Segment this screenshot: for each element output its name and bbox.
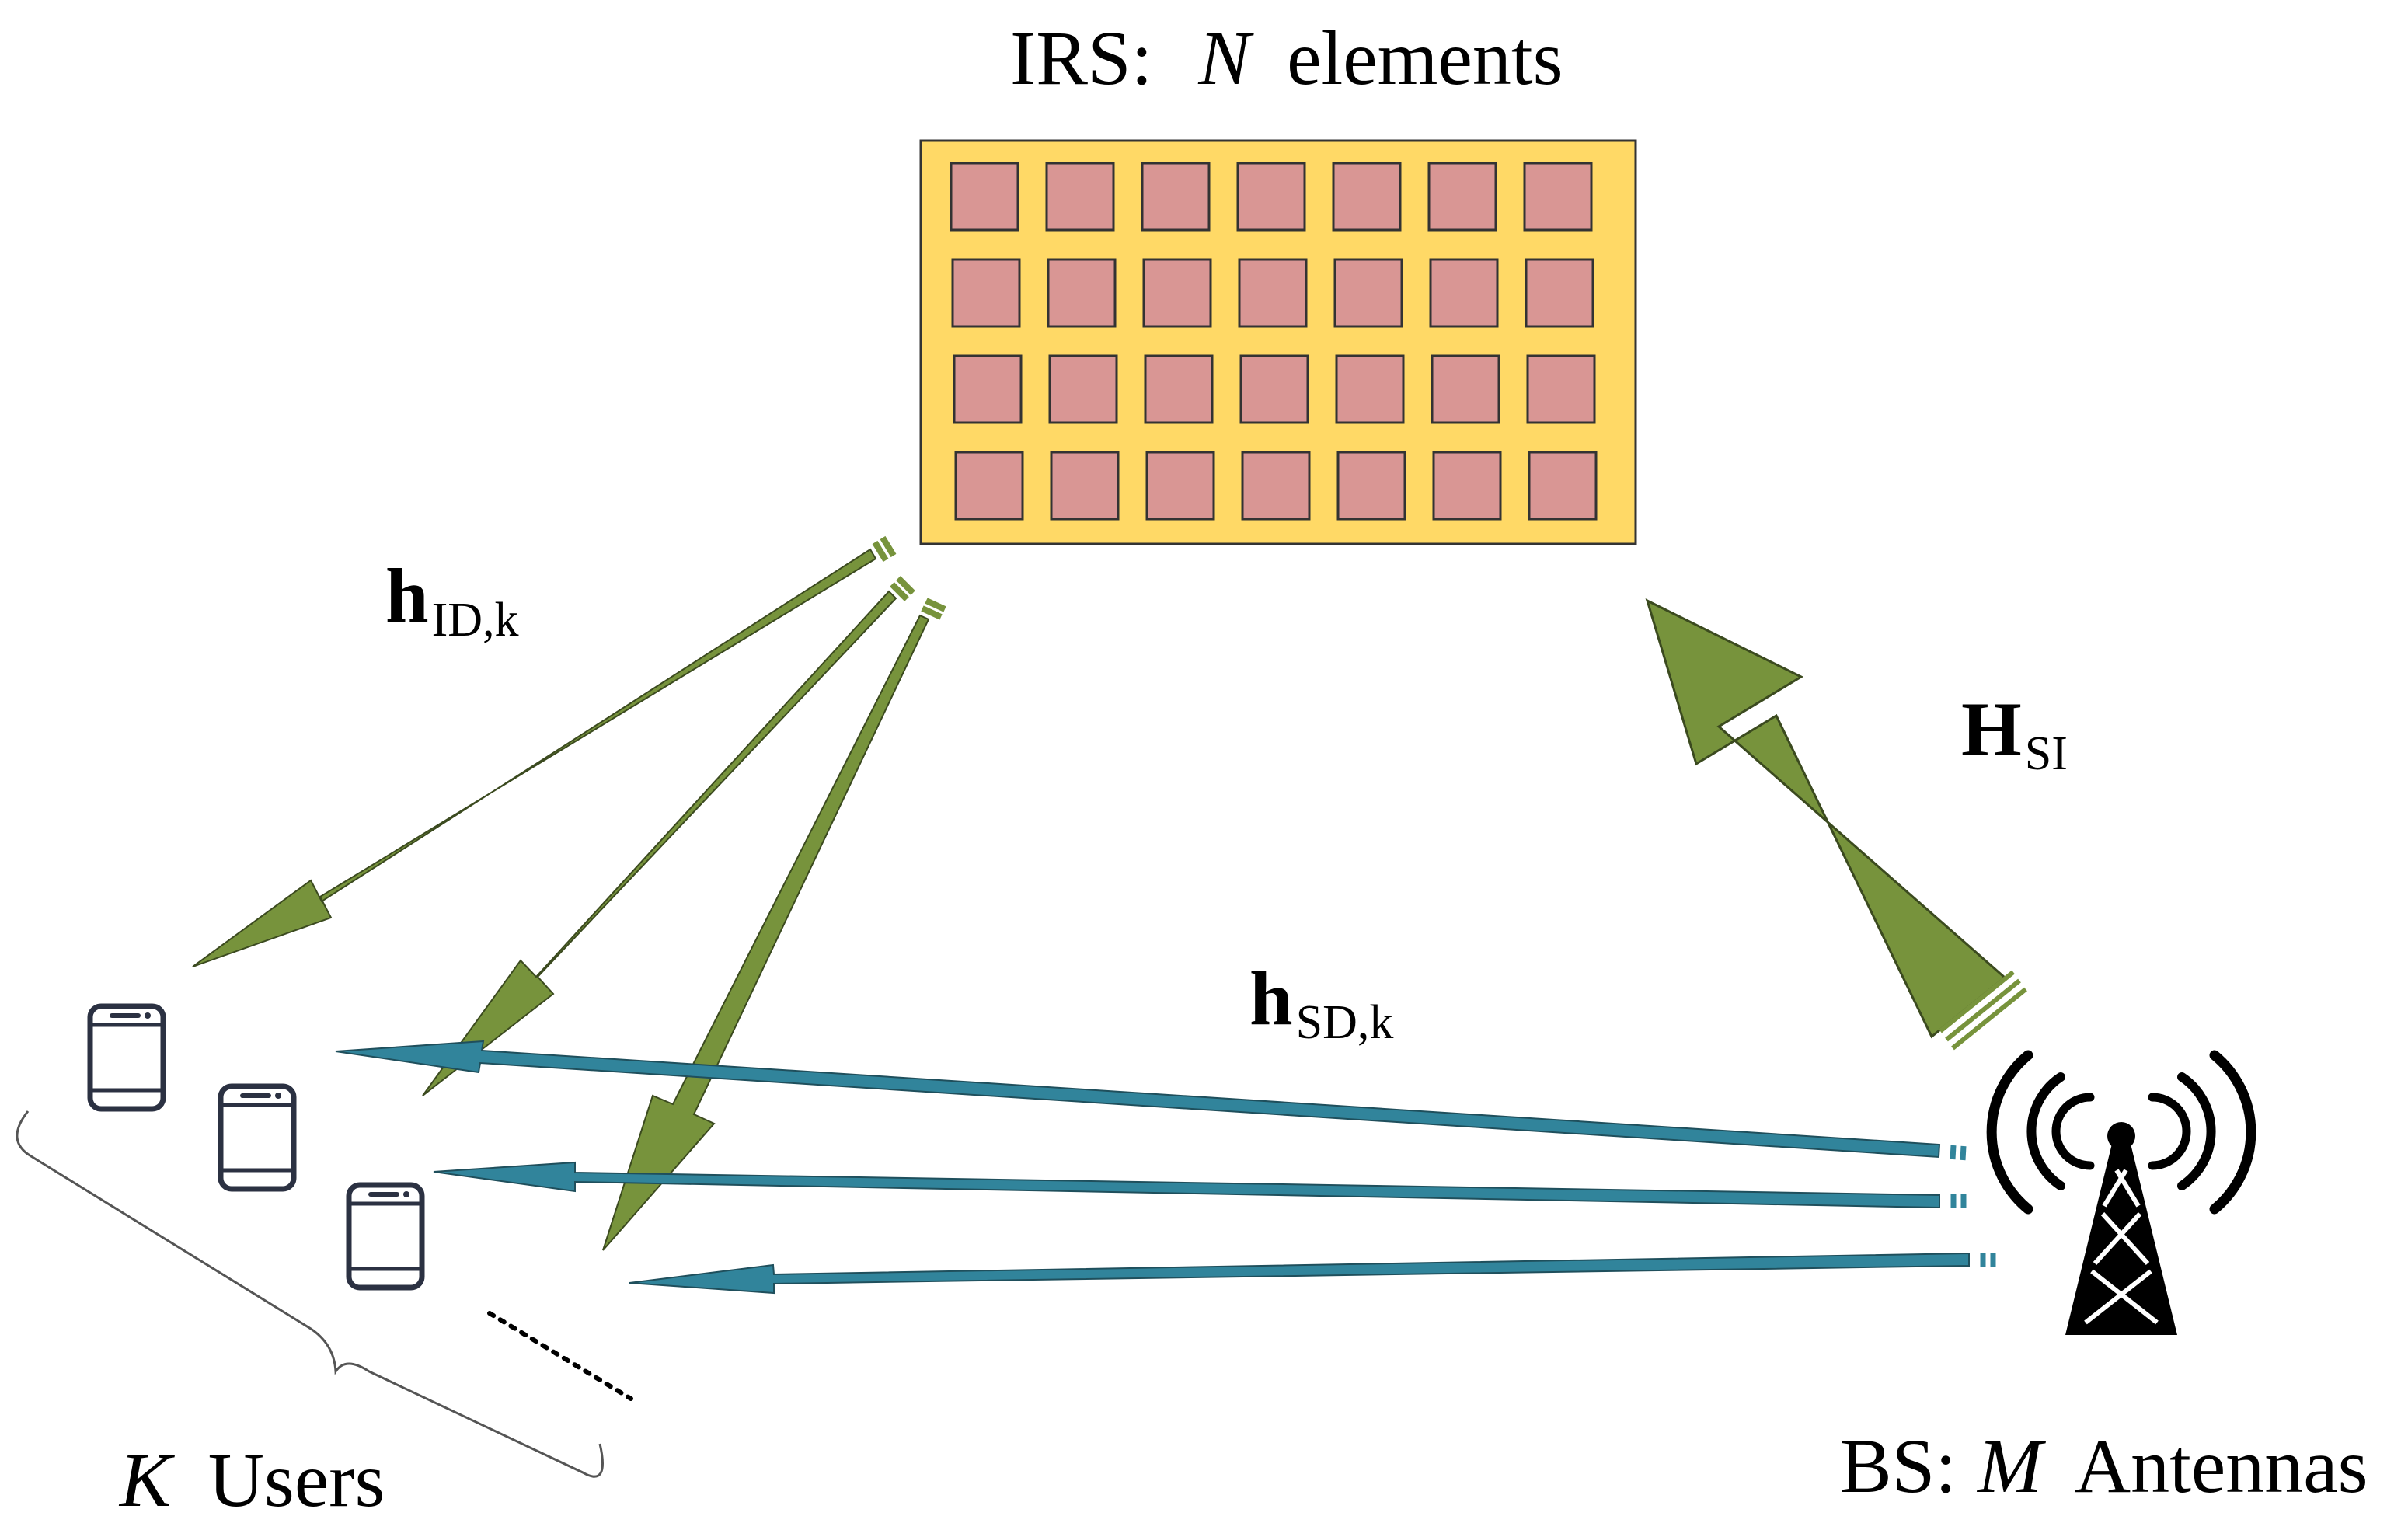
channel-symbol: H — [1961, 686, 2022, 772]
irs-element — [1142, 258, 1212, 328]
channel-label-h-si: H SI — [1961, 686, 2068, 780]
channel-symbol: h — [385, 552, 429, 639]
irs-title: IRS: N elements — [1010, 15, 1563, 101]
channel-label-h-sd-k: h SD,k — [1249, 955, 1393, 1049]
irs-var: N — [1197, 15, 1254, 101]
irs-to-user-arrow-3 — [602, 598, 946, 1251]
base-station-icon — [1986, 1050, 2256, 1335]
irs-to-user-arrow-2 — [422, 576, 915, 1096]
irs-element — [1047, 258, 1117, 328]
irs-element — [1525, 258, 1594, 328]
bs-caption: BS: M Antennas — [1840, 1423, 2368, 1509]
channel-label-h-id-k: h ID,k — [385, 552, 519, 647]
irs-element — [954, 451, 1024, 521]
irs-element — [1241, 451, 1311, 521]
bs-label-rest: Antennas — [2075, 1423, 2368, 1509]
users-label-rest: Users — [208, 1437, 385, 1523]
irs-element — [1526, 354, 1596, 424]
bs-to-user-arrow-3 — [629, 1252, 1996, 1295]
irs-element — [1238, 258, 1308, 328]
irs-element — [1432, 451, 1502, 521]
phone-icon — [346, 1182, 425, 1291]
channel-symbol: h — [1249, 955, 1293, 1041]
irs-element — [1431, 354, 1500, 424]
signal-waves-icon — [1986, 1050, 2256, 1215]
irs-label: IRS: — [1010, 15, 1152, 101]
irs-element — [950, 162, 1019, 232]
irs-label-rest: elements — [1287, 15, 1563, 101]
irs-element — [1236, 162, 1306, 232]
irs-element — [1239, 354, 1309, 424]
irs-element — [1048, 354, 1118, 424]
irs-element — [1144, 354, 1214, 424]
irs-element — [1528, 451, 1598, 521]
more-users-ellipsis — [487, 1311, 633, 1401]
channel-subscript: SD,k — [1296, 996, 1394, 1049]
irs-element — [953, 354, 1023, 424]
irs-element — [1429, 258, 1499, 328]
bs-to-irs-arrow — [1645, 598, 2027, 1051]
users-caption: K Users — [118, 1437, 385, 1523]
irs-element — [1523, 162, 1593, 232]
bs-to-user-arrow-1 — [335, 1040, 1967, 1161]
irs-to-user-arrows — [192, 535, 946, 1251]
bs-var: M — [1976, 1423, 2046, 1509]
users-var: K — [118, 1437, 175, 1523]
irs-element — [1045, 162, 1115, 232]
irs-element — [1427, 162, 1497, 232]
irs-panel — [919, 139, 1637, 545]
phone-icon — [87, 1003, 166, 1112]
irs-element-grid — [950, 162, 1598, 521]
users-brace — [16, 1110, 604, 1478]
irs-to-user-arrow-1 — [192, 535, 897, 967]
irs-element — [1333, 258, 1403, 328]
irs-element — [1141, 162, 1211, 232]
channel-subscript: ID,k — [432, 594, 519, 647]
user-devices — [87, 1003, 633, 1401]
channel-subscript: SI — [2025, 727, 2068, 780]
irs-element — [1335, 354, 1405, 424]
irs-element — [1050, 451, 1120, 521]
irs-element — [1336, 451, 1406, 521]
irs-element — [951, 258, 1021, 328]
bs-label: BS: — [1840, 1423, 1957, 1509]
bs-to-user-arrow-2 — [433, 1161, 1967, 1209]
phone-icon — [218, 1083, 297, 1192]
irs-element — [1332, 162, 1402, 232]
bs-to-user-arrows — [335, 1040, 1996, 1295]
irs-element — [1145, 451, 1215, 521]
